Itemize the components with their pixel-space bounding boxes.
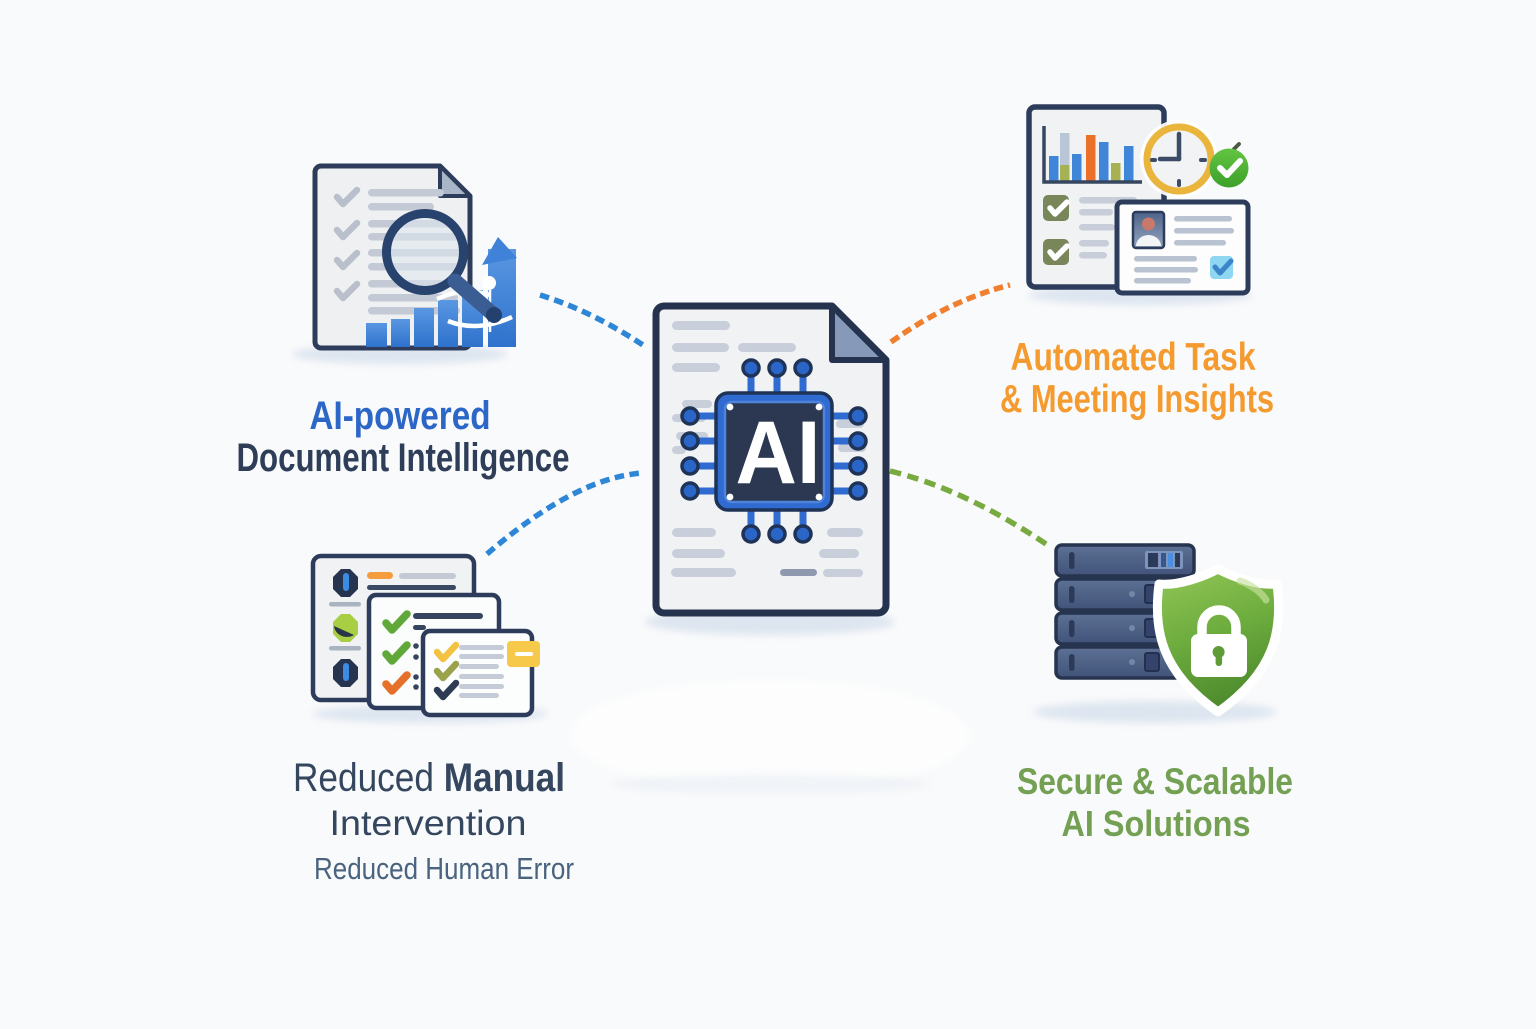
svg-text:& Meeting Insights: & Meeting Insights — [1000, 378, 1274, 421]
svg-text:AI-powered: AI-powered — [310, 394, 491, 438]
svg-text:Document Intelligence: Document Intelligence — [237, 436, 570, 480]
svg-text:Automated Task: Automated Task — [1011, 336, 1256, 379]
svg-text:AI: AI — [736, 402, 821, 502]
svg-text:Intervention: Intervention — [330, 803, 527, 843]
svg-text:Reduced Human Error: Reduced Human Error — [314, 851, 574, 886]
svg-text:AI Solutions: AI Solutions — [1062, 803, 1251, 844]
svg-text:Reduced Manual: Reduced Manual — [293, 756, 565, 800]
svg-text:Secure & Scalable: Secure & Scalable — [1017, 761, 1293, 802]
